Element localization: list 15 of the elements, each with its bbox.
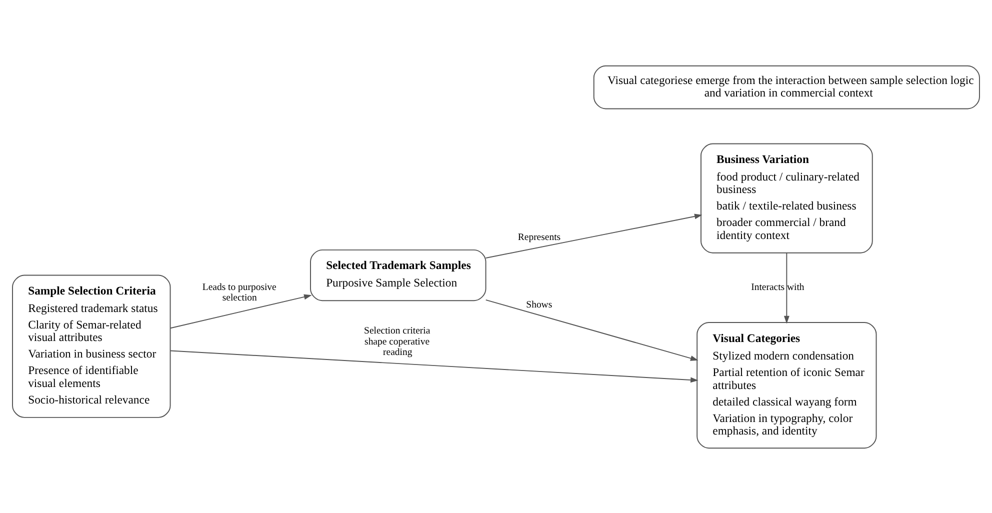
edge-label: Leads to purposive selection <box>202 281 276 304</box>
arrow <box>170 294 312 328</box>
node-box: Business Variation food product / culinary-related business batik / textile-related business broader commercial / brand identity context <box>700 142 873 253</box>
node-box: Selected Trademark Samples Purposive Sample Selection <box>310 248 486 301</box>
arrow <box>485 298 698 360</box>
edge-label: Shows <box>526 298 552 310</box>
edge-label: Selection criteria shape coperative reading <box>364 325 430 358</box>
node-box: Sample Selection Criteria Registered trademark status Clarity of Semar-related visual attributes Variation in business sector Presence of identifiable visual elements Socio-historical relevance <box>12 274 171 418</box>
node-box: Visual Categories Stylized modern condensation Partial retention of iconic Semar attributes detailed classical wayang form Variation in typography, color emphasis, and identity <box>696 322 877 448</box>
arrow <box>784 252 790 324</box>
arrow <box>170 350 698 382</box>
arrow <box>485 213 702 258</box>
edge-label: Interacts with <box>751 282 804 293</box>
node-box: Visual categoriese emerge from the interaction between sample selection logic and variation in commercial context <box>593 64 980 109</box>
edge-label: Represents <box>518 232 561 243</box>
